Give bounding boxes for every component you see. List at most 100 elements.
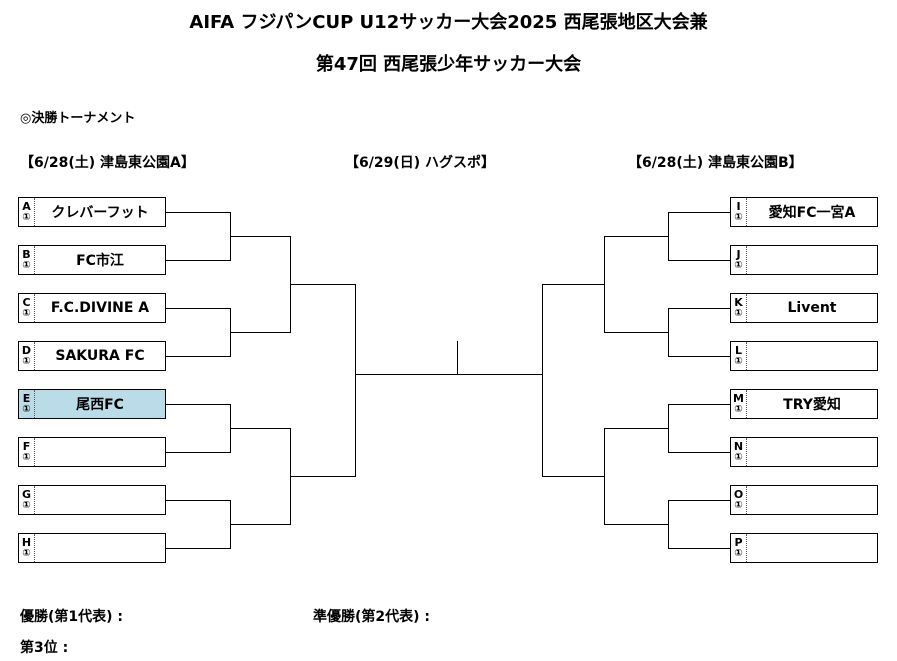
bracket-line (542, 284, 543, 477)
venue-center: 【6/29(日) ハグスポ】 (345, 155, 496, 171)
bracket-line (668, 356, 730, 357)
bracket-line (668, 212, 669, 261)
slot-letter: N (733, 440, 744, 453)
bracket-line (230, 524, 290, 525)
bracket-line (230, 332, 290, 333)
slot-seed-circled: ① (734, 308, 743, 319)
bracket-line (668, 404, 669, 453)
slot-seed-circled: ① (22, 308, 31, 319)
slot-letter: M (733, 392, 744, 405)
bracket-line (542, 476, 604, 477)
bracket-line (604, 236, 605, 333)
slot-letter: L (734, 344, 742, 357)
bracket-line (166, 260, 230, 261)
winner-label: 優勝(第1代表) : (20, 609, 124, 625)
bracket-line (668, 500, 730, 501)
bracket-line (166, 500, 230, 501)
slot-letter: A (22, 200, 31, 213)
slot-seed-circled: ① (734, 500, 743, 511)
slot-letter: C (22, 296, 31, 309)
venue-right: 【6/28(土) 津島東公園B】 (628, 155, 803, 171)
team-name: F.C.DIVINE A (50, 300, 150, 316)
venue-left: 【6/28(土) 津島東公園A】 (20, 155, 195, 171)
bracket-line (166, 452, 230, 453)
section-heading: ◎決勝トーナメント (20, 111, 136, 126)
bracket-line (604, 332, 668, 333)
slot-letter: I (736, 200, 741, 213)
bracket-line (542, 284, 604, 285)
slot-letter: B (22, 248, 31, 261)
bracket-line (668, 548, 730, 549)
bracket-line (290, 476, 355, 477)
bracket-line (166, 212, 230, 213)
slot-letter: F (22, 440, 31, 453)
final-line (355, 374, 542, 375)
tournament-subtitle: 第47回 西尾張少年サッカー大会 (315, 54, 582, 75)
slot-seed-circled: ① (22, 452, 31, 463)
slot-letter: K (734, 296, 743, 309)
slot-letter: O (733, 488, 744, 501)
bracket-line (604, 428, 605, 525)
bracket-line (230, 236, 290, 237)
slot-seed-circled: ① (22, 260, 31, 271)
slot-seed-circled: ① (734, 260, 743, 271)
slot-letter: J (736, 248, 741, 261)
bracket-line (668, 260, 730, 261)
bracket-line (604, 428, 668, 429)
slot-seed-circled: ① (22, 500, 31, 511)
bracket-line (668, 308, 730, 309)
slot-seed-circled: ① (22, 212, 31, 223)
bracket-line (355, 284, 356, 477)
team-name: 愛知FC一宮A (768, 205, 856, 221)
bracket-line (166, 404, 230, 405)
bracket-line (290, 284, 355, 285)
bracket-line (166, 356, 230, 357)
bracket-line (668, 212, 730, 213)
slot-letter: G (21, 488, 32, 501)
bracket-line (230, 428, 290, 429)
slot-seed-circled: ① (734, 548, 743, 559)
team-name: FC市江 (76, 253, 124, 269)
slot-letter: D (21, 344, 32, 357)
slot-letter: H (21, 536, 32, 549)
slot-seed-circled: ① (734, 404, 743, 415)
bracket-line (668, 500, 669, 549)
tournament-title: AIFA フジパンCUP U12サッカー大会2025 西尾張地区大会兼 (189, 12, 708, 33)
team-name: TRY愛知 (783, 397, 841, 413)
slot-seed-circled: ① (734, 212, 743, 223)
slot-seed-circled: ① (22, 548, 31, 559)
bracket-line (604, 524, 668, 525)
team-name: 尾西FC (76, 397, 124, 413)
slot-seed-circled: ① (734, 356, 743, 367)
